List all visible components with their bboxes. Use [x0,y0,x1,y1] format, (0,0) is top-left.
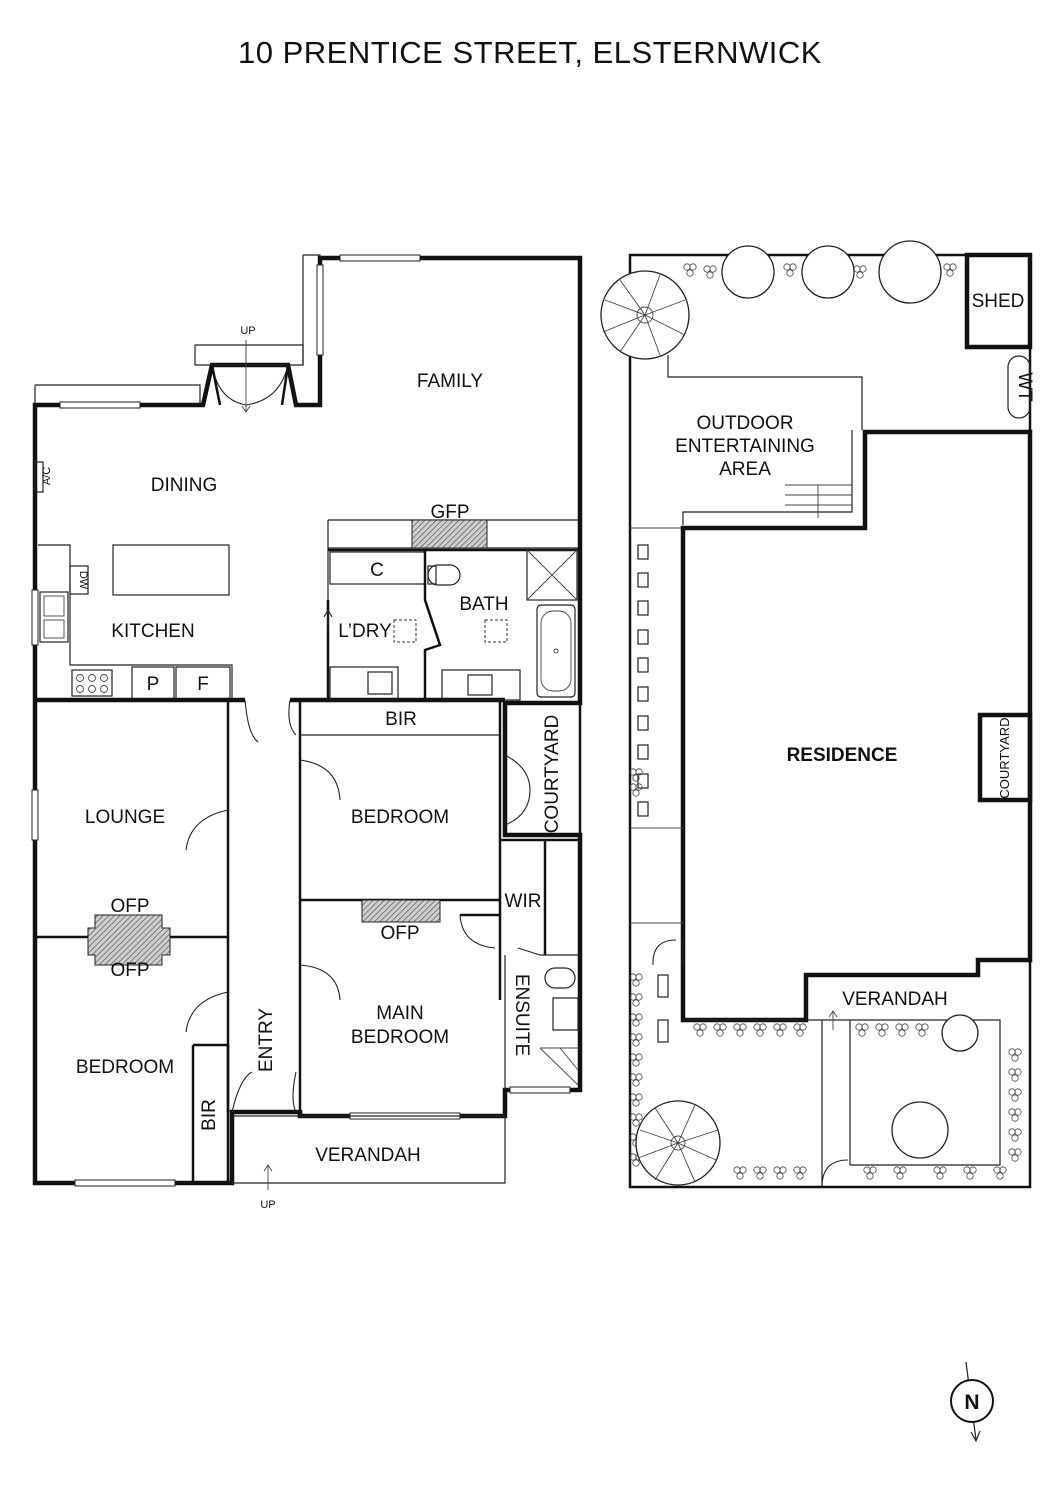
bathtub [536,604,576,698]
rear-step-outline [34,384,201,405]
wir-walls [460,838,580,955]
hall-door [244,699,259,743]
sink [39,591,69,643]
label-gfp: GFP [430,502,469,523]
shed [964,252,1033,350]
rear-steps [194,344,304,366]
aircon-unit [34,461,44,493]
outdoor-area-outline [667,355,863,430]
window [316,264,324,356]
label-aircon: A/C [41,467,53,485]
window [74,1179,176,1187]
label-up-front: UP [260,1199,275,1211]
gfp-fireplace [411,519,488,549]
label-cupboard: C [370,560,384,581]
toilet [427,564,461,586]
label-ofp-main: OFP [380,923,419,944]
window [31,789,39,841]
room-label-verandah: VERANDAH [315,1145,421,1166]
label-outdoor-1: OUTDOOR [696,413,793,434]
label-ofp-bedroom: OFP [110,960,149,981]
label-outdoor-3: AREA [719,459,771,480]
bir-left [191,1043,230,1183]
page-title: 10 PRENTICE STREET, ELSTERNWICK [238,35,822,70]
window [59,401,141,409]
room-label-bedroom-mid: BEDROOM [351,807,449,828]
label-site-verandah: VERANDAH [842,989,948,1010]
courtyard-small [503,701,582,837]
ensuite-toilet [544,967,576,989]
label-courtyard: COURTYARD [542,715,563,834]
room-label-main-bedroom-1: MAIN [376,1003,424,1024]
cooktop [71,669,113,697]
floor-plan: FAMILY DINING KITCHEN GFP C L’DRY BATH P… [31,254,583,1211]
shower [526,549,578,601]
dishwasher [69,565,89,595]
room-label-family: FAMILY [417,371,483,392]
north-compass: N [950,1361,994,1443]
label-outdoor-2: ENTERTAINING [675,436,815,457]
vanity [441,669,521,701]
room-label-bedroom-left: BEDROOM [76,1057,174,1078]
room-label-laundry: L’DRY [338,621,392,642]
label-shed: SHED [972,291,1025,312]
room-label-kitchen: KITCHEN [111,621,194,642]
room-label-entry: ENTRY [256,1008,277,1072]
label-fridge: F [197,674,209,695]
kitchen-bench [38,544,233,700]
residence-courtyard [977,712,1033,803]
label-wir: WIR [505,891,542,912]
ofp-fireplace-double [87,914,171,966]
window [339,254,421,262]
room-label-bath: BATH [459,594,508,615]
label-bir-top: BIR [385,709,417,730]
lounge-door [185,809,229,851]
room-label-dining: DINING [151,475,218,496]
label-site-courtyard: COURTYARD [997,717,1012,798]
kitchen-island [112,544,230,596]
site-plan: SHED WT OUTDOOR ENTERTAINING AREA RESIDE… [600,240,1035,1189]
laundry-trough [329,666,399,701]
label-up-rear: UP [240,325,255,337]
bedroom-door [185,991,229,1033]
label-water-tank: WT [1014,372,1035,402]
room-label-lounge: LOUNGE [85,807,165,828]
side-pavers [637,544,669,1043]
ldry-bath-wall [423,550,442,700]
label-bir-left: BIR [199,1099,220,1131]
label-residence: RESIDENCE [787,745,898,766]
trees [600,240,979,1186]
water-tank [1007,355,1031,419]
window [31,589,39,646]
label-pantry: P [147,674,160,695]
label-ofp-lounge: OFP [110,896,149,917]
window [509,1086,571,1094]
room-label-main-bedroom-2: BEDROOM [351,1027,449,1048]
ofp-fireplace-main [361,899,441,923]
floor-waste [393,619,417,643]
compass-n-icon: N [964,1391,979,1414]
ensuite-vanity [552,997,579,1031]
outer-walls [32,255,583,1186]
label-dishwasher: DW [77,571,89,590]
room-label-ensuite: ENSUITE [511,974,532,1056]
front-verandah [232,1115,506,1184]
